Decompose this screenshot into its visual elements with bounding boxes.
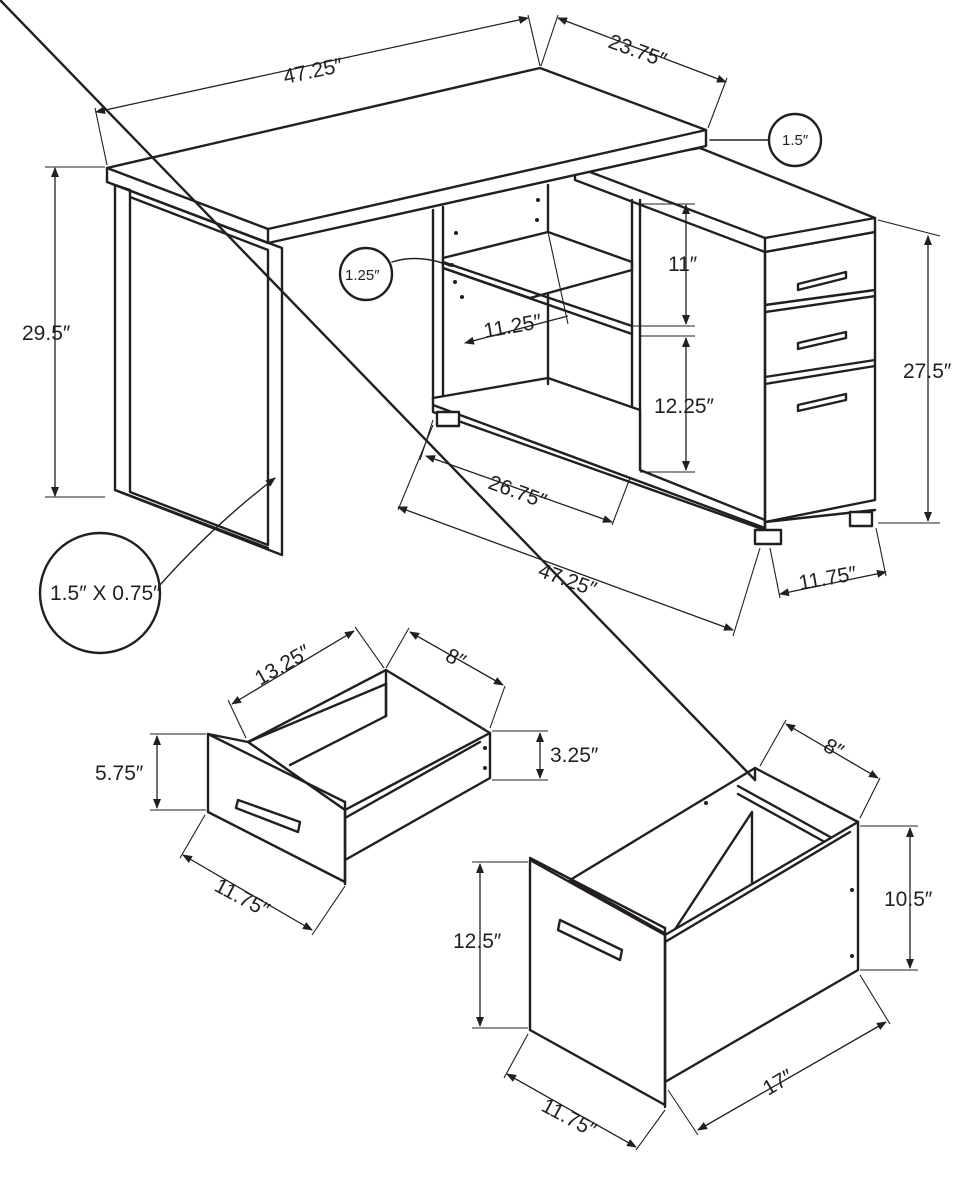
label-file-drawer-front-height: 12.5″ [453,930,502,953]
label-top-thickness: 1.5″ [782,132,809,149]
file-drawer-dimensions [472,719,918,1151]
drawer-handle-icon [796,392,848,413]
callout-circle-icon [338,246,394,302]
label-small-drawer-front-height: 5.75″ [95,762,144,785]
desk-top [105,66,708,245]
label-file-drawer-depth: 17″ [759,1065,798,1101]
small-drawer-dimensions [150,626,548,936]
shelving-unit [431,183,767,532]
desk-illustration [105,66,877,557]
label-file-drawer-front-width: 11.75″ [538,1094,601,1142]
drawer-handle-icon [796,330,848,351]
label-file-drawer-width: 8″ [820,734,848,764]
file-drawer-illustration [0,0,860,1109]
label-return-depth: 11.75″ [797,562,859,595]
drawer-pedestal [753,230,877,546]
label-file-drawer-side-height: 10.5″ [884,888,933,911]
drawer-handle-icon [796,270,848,292]
label-return-height: 27.5″ [903,360,952,383]
label-upper-shelf-height: 11″ [668,253,698,276]
label-leg-profile: 1.5″ X 0.75″ [50,582,161,605]
label-shelf-width: 26.75″ [485,471,550,513]
label-desk-height: 29.5″ [22,322,71,345]
label-return-length: 47.25″ [535,559,600,601]
label-small-drawer-depth: 13.25″ [251,640,315,690]
small-drawer-illustration [206,668,492,886]
desk-dimensions [38,14,941,655]
callout-circle-icon [767,112,823,168]
label-small-drawer-side-height: 3.25″ [550,744,599,767]
drawer-handle-icon [556,918,624,962]
label-small-drawer-width: 8″ [442,644,470,674]
label-shelf-thickness: 1.25″ [345,267,380,284]
label-small-drawer-front-width: 11.75″ [211,874,274,922]
label-desk-width: 47.25″ [281,54,345,89]
metal-leg-frame [113,183,284,557]
label-lower-shelf-height: 12.25″ [654,395,715,418]
callout-circle-icon [38,531,162,655]
drawer-handle-icon [234,798,302,834]
label-desk-depth: 23.75″ [605,30,670,72]
label-shelf-depth: 11.25″ [482,310,544,343]
